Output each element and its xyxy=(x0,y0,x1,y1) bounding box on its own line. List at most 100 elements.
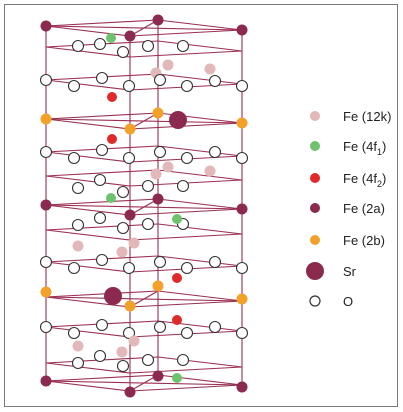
atom-o xyxy=(122,151,136,165)
atom-4f2 xyxy=(107,92,117,102)
oxygen-sheet-edge xyxy=(157,145,243,157)
legend-entry-fe-2b: Fe (2b) xyxy=(310,233,385,248)
legend-marker-o xyxy=(309,295,321,307)
atom-2a xyxy=(124,209,136,221)
atom-o xyxy=(39,73,53,87)
atom-o xyxy=(116,185,130,199)
atom-o xyxy=(235,151,249,165)
lattice-layer-edge xyxy=(129,208,243,216)
atom-12k xyxy=(162,59,174,71)
lattice-layer-edge xyxy=(45,198,159,206)
lattice-layer-edge xyxy=(157,198,243,210)
lattice-layer-edge xyxy=(45,290,159,298)
lattice-layer-edge xyxy=(129,29,243,37)
atom-o xyxy=(39,320,53,334)
atom-o xyxy=(153,255,167,269)
atom-12k xyxy=(204,165,216,177)
atom-2b xyxy=(236,293,248,305)
lattice-layer-edge xyxy=(45,296,131,308)
oxygen-sheet-edge xyxy=(157,73,243,85)
atom-o xyxy=(67,261,81,275)
atom-12k xyxy=(128,335,140,347)
legend-label-fe-2b: Fe (2b) xyxy=(343,233,385,248)
oxygen-sheet-edge xyxy=(157,40,243,52)
atom-o xyxy=(95,143,109,157)
atom-2b xyxy=(124,300,136,312)
atom-4f1 xyxy=(106,193,116,203)
oxygen-sheet-edge xyxy=(45,223,159,231)
atom-o xyxy=(95,318,109,332)
legend-entry-sr: Sr xyxy=(306,262,357,280)
legend-label-fe-4f1: Fe (4f1) xyxy=(343,139,386,157)
atom-o xyxy=(180,79,194,93)
legend-entry-fe-2a: Fe (2a) xyxy=(310,201,385,216)
atom-o xyxy=(176,179,190,193)
atom-o xyxy=(93,211,107,225)
legend-subscript-fe-4f1: 1 xyxy=(377,147,382,157)
atom-12k xyxy=(116,246,128,258)
oxygen-sheet-edge xyxy=(45,229,131,241)
atom-o xyxy=(208,74,222,88)
atom-o xyxy=(180,261,194,275)
oxygen-sheet-edge xyxy=(157,356,243,368)
legend-label-sr: Sr xyxy=(343,264,357,279)
atom-sr xyxy=(169,111,187,129)
atom-o xyxy=(67,151,81,165)
atom-2a xyxy=(152,193,164,205)
lattice-layer-edge xyxy=(45,19,159,27)
atom-o xyxy=(67,79,81,93)
atom-o xyxy=(235,261,249,275)
atom-o xyxy=(116,359,130,373)
oxygen-sheet-edge xyxy=(45,169,159,177)
atom-2b xyxy=(40,286,52,298)
atom-o xyxy=(235,79,249,93)
lattice-layer-edge xyxy=(129,300,243,308)
atom-4f2 xyxy=(107,134,117,144)
atom-2b xyxy=(152,280,164,292)
atom-12k xyxy=(72,240,84,252)
atom-o xyxy=(141,217,155,231)
atom-12k xyxy=(128,237,140,249)
legend-marker-fe-2a xyxy=(310,203,320,213)
lattice-layer-edge xyxy=(45,118,131,130)
atom-o xyxy=(93,349,107,363)
atom-4f1 xyxy=(172,214,182,224)
atom-2a xyxy=(152,14,164,26)
legend-label-fe-12k: Fe (12k) xyxy=(343,109,391,124)
atom-4f1 xyxy=(106,33,116,43)
oxygen-sheet-edge xyxy=(129,366,243,374)
oxygen-sheet-edge xyxy=(157,169,243,181)
atom-o xyxy=(95,253,109,267)
legend-entry-fe-4f1: Fe (4f1) xyxy=(310,139,386,157)
atom-o xyxy=(153,73,167,87)
oxygen-sheet-edge xyxy=(129,50,243,58)
atom-2a xyxy=(236,24,248,36)
lattice-layer-edge xyxy=(157,374,243,386)
atom-o xyxy=(208,255,222,269)
atom-o xyxy=(71,181,85,195)
atom-2b xyxy=(152,107,164,119)
lattice-layer-edge xyxy=(157,290,243,302)
atom-2a xyxy=(40,20,52,32)
atom-o xyxy=(116,45,130,59)
legend-entry-fe-12k: Fe (12k) xyxy=(310,109,391,124)
atom-o xyxy=(176,39,190,53)
legend-label-o: O xyxy=(343,294,353,309)
atom-2b xyxy=(40,113,52,125)
lattice-layer-edge xyxy=(45,25,131,37)
atom-2a xyxy=(124,386,136,398)
atom-o xyxy=(141,179,155,193)
atom-2a xyxy=(152,370,164,382)
oxygen-sheet-edge xyxy=(45,362,131,374)
atom-o xyxy=(176,353,190,367)
oxygen-sheet-edge xyxy=(45,46,131,58)
legend-marker-fe-4f1 xyxy=(310,141,320,151)
atom-o xyxy=(235,326,249,340)
atom-sr xyxy=(104,287,122,305)
lattice-layer-edge xyxy=(45,374,159,382)
atom-4f2 xyxy=(172,315,182,325)
legend-marker-fe-12k xyxy=(310,111,320,121)
lattice-layer-edge xyxy=(157,19,243,31)
lattice-layer-edge xyxy=(45,380,131,392)
